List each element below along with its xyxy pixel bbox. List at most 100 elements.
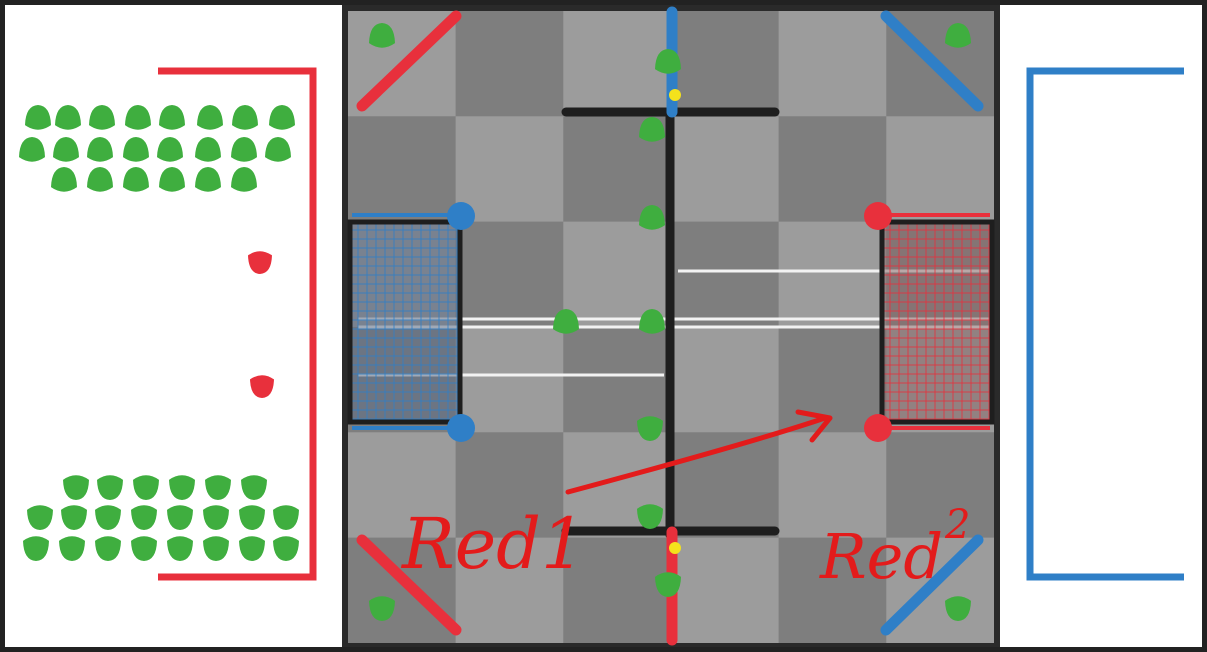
triball-icon xyxy=(53,137,79,162)
triball-icon xyxy=(97,475,123,500)
elevation-bar-cap xyxy=(669,542,681,554)
field-tile xyxy=(348,537,456,643)
triball-icon xyxy=(203,536,229,561)
triball-icon xyxy=(197,105,223,130)
field-tile xyxy=(778,537,887,643)
triball-icon xyxy=(637,416,663,441)
blue-alliance-station xyxy=(1026,67,1184,581)
field-tile xyxy=(886,116,994,222)
triballs xyxy=(19,23,971,621)
triball-icon xyxy=(169,475,195,500)
triball-icon xyxy=(655,49,681,74)
triball-icon xyxy=(231,137,257,162)
field-tile xyxy=(778,327,887,433)
field-tile xyxy=(778,116,887,222)
field-tile xyxy=(348,432,456,538)
field-tile xyxy=(455,221,564,327)
triball-icon xyxy=(195,167,221,192)
triball-icon xyxy=(159,167,185,192)
triball-icon xyxy=(945,23,971,48)
field-tile xyxy=(455,11,564,117)
triball-icon xyxy=(87,167,113,192)
field-tile xyxy=(671,11,779,117)
field-tile xyxy=(563,11,671,117)
triball-icon xyxy=(637,504,663,529)
triball-icon xyxy=(945,596,971,621)
triball-icon xyxy=(89,105,115,130)
triball-icon xyxy=(133,475,159,500)
annotation-red2: Red xyxy=(819,520,943,593)
triball-icon xyxy=(239,505,265,530)
triball-icon xyxy=(248,251,272,274)
triball-icon xyxy=(655,572,681,597)
red-goal xyxy=(864,202,995,442)
field-tile xyxy=(778,11,887,117)
triball-icon xyxy=(639,117,665,142)
blue-goal xyxy=(347,202,475,442)
triball-icon xyxy=(19,137,45,162)
arrow-head-icon xyxy=(795,409,833,443)
field-tile xyxy=(886,537,994,643)
triball-icon xyxy=(61,505,87,530)
field-tile xyxy=(671,327,779,433)
triball-icon xyxy=(205,475,231,500)
triball-icon xyxy=(639,309,665,334)
triball-icon xyxy=(167,505,193,530)
triball-icon xyxy=(553,309,579,334)
annotation-red2-superscript: 2 xyxy=(944,502,970,548)
triball-icon xyxy=(265,137,291,162)
triball-icon xyxy=(87,137,113,162)
field-tile xyxy=(886,432,994,538)
triball-icon xyxy=(23,536,49,561)
triball-icon xyxy=(250,375,274,398)
field-tile xyxy=(671,537,779,643)
field-diagram: Red1 Red 2 xyxy=(19,5,1184,647)
elevation-bar-cap xyxy=(669,89,681,101)
field-tile xyxy=(455,327,564,433)
handwritten-annotations: Red1 Red 2 xyxy=(400,409,970,593)
triball-icon xyxy=(232,105,258,130)
triball-icon xyxy=(195,137,221,162)
field-tile xyxy=(563,327,671,433)
field-tile xyxy=(455,116,564,222)
triball-icon xyxy=(273,536,299,561)
field-tile xyxy=(563,537,671,643)
triball-icon xyxy=(167,536,193,561)
triball-icon xyxy=(203,505,229,530)
triball-icon xyxy=(269,105,295,130)
annotation-red1: Red1 xyxy=(400,503,585,585)
triball-icon xyxy=(51,167,77,192)
field-tile xyxy=(455,432,564,538)
triball-icon xyxy=(157,137,183,162)
triball-icon xyxy=(25,105,51,130)
triball-icon xyxy=(27,505,53,530)
triball-icon xyxy=(63,475,89,500)
triball-icon xyxy=(123,167,149,192)
corner-bars xyxy=(356,10,984,636)
triball-icon xyxy=(123,137,149,162)
triball-icon xyxy=(639,205,665,230)
triball-icon xyxy=(231,167,257,192)
triball-icon xyxy=(95,536,121,561)
field-tile xyxy=(348,116,456,222)
field-tile xyxy=(671,221,779,327)
field-tile xyxy=(778,432,887,538)
triball-icon xyxy=(55,105,81,130)
triball-icon xyxy=(369,23,395,48)
triball-icon xyxy=(369,596,395,621)
annotation-arrow xyxy=(565,415,828,495)
triball-icon xyxy=(59,536,85,561)
triball-icon xyxy=(125,105,151,130)
triball-icon xyxy=(131,536,157,561)
triball-icon xyxy=(273,505,299,530)
field-tile xyxy=(778,221,887,327)
triball-icon xyxy=(241,475,267,500)
red-alliance-station xyxy=(158,67,317,581)
triball-icon xyxy=(95,505,121,530)
triball-icon xyxy=(131,505,157,530)
triball-icon xyxy=(159,105,185,130)
field-tile xyxy=(671,116,779,222)
field-tile xyxy=(455,537,564,643)
triball-icon xyxy=(239,536,265,561)
